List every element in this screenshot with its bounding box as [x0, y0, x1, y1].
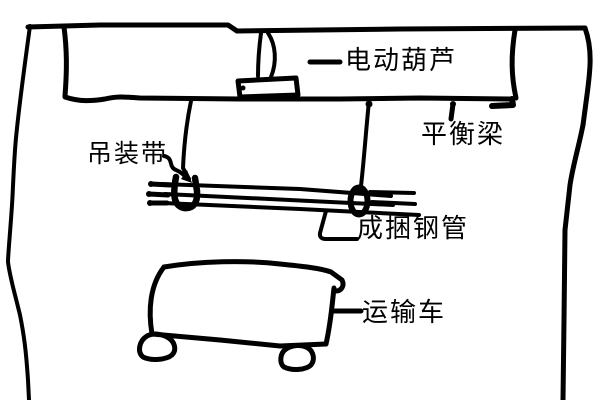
- transport-vehicle: [137, 259, 346, 372]
- balance-beam-tick-knot: [450, 101, 456, 107]
- pipe-bundle-label-leader: [317, 209, 359, 241]
- label-pipe-bundle: 成捆钢管: [357, 214, 470, 243]
- label-lifting-strap: 吊装带: [87, 141, 169, 168]
- label-balance-beam: 平衡梁: [421, 120, 506, 149]
- hoist-block-dot: [240, 85, 246, 91]
- beam-end-step: [489, 96, 516, 109]
- label-electric-hoist: 电动葫芦: [345, 46, 458, 75]
- strap-label-arrowhead: [181, 170, 192, 183]
- balance-beam: [61, 24, 519, 109]
- pipe-stub-left-1: [148, 181, 173, 188]
- workshop-frame: [6, 22, 593, 400]
- sling-cable-right-knot: [365, 100, 373, 108]
- strap-left-loop: [171, 173, 201, 212]
- beam-right-vertical: [509, 27, 519, 101]
- pipe-end-dot-3: [147, 200, 153, 206]
- pipe-line-bottom: [161, 201, 421, 217]
- sling-cable-left: [181, 99, 193, 181]
- electric-hoist: [235, 31, 301, 100]
- pipe-line-top: [159, 182, 393, 198]
- frame-right-wall-line: [560, 25, 593, 400]
- pipe-end-dot-1: [148, 181, 154, 187]
- lifting-straps: [171, 173, 371, 218]
- label-transport-vehicle: 运输车: [362, 298, 447, 327]
- leader-lines: [162, 59, 456, 314]
- sling-cables: [181, 99, 373, 188]
- vehicle-wheel-left: [137, 331, 178, 362]
- vehicle-body-right: [323, 285, 337, 347]
- pipe-stub-right-1: [368, 190, 416, 195]
- vehicle-body-top: [161, 259, 346, 294]
- beam-bottom-line: [62, 94, 515, 104]
- hoist-block: [235, 75, 301, 100]
- strap-right-knot: [355, 184, 365, 194]
- pipe-stub-left-2: [146, 191, 171, 198]
- frame-left-wall-line: [6, 24, 32, 400]
- hoist-cable-left: [256, 31, 263, 78]
- hoist-cable-right: [266, 31, 277, 79]
- sling-cable-right: [359, 99, 371, 188]
- vehicle-wheel-right: [278, 343, 316, 372]
- pipe-stub-right-2: [370, 200, 417, 206]
- pipe-end-dot-2: [146, 191, 152, 197]
- beam-left-vertical: [61, 24, 69, 99]
- frame-top-beam-line: [25, 22, 588, 34]
- vehicle-body-left: [147, 264, 167, 337]
